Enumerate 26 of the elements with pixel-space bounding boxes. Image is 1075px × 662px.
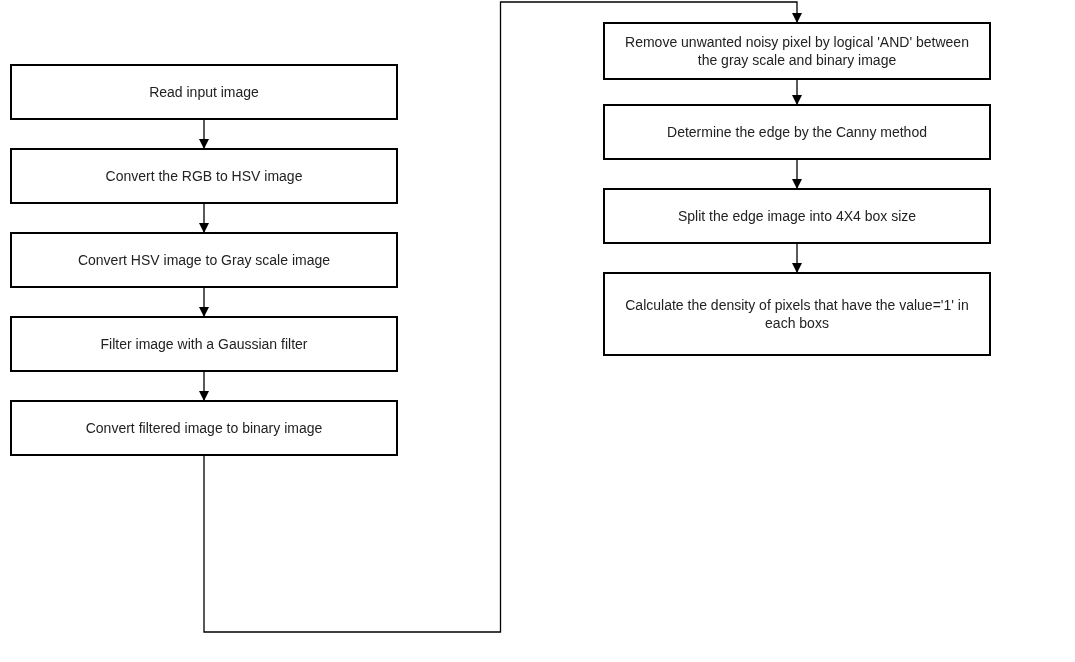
- step-text: Remove unwanted noisy pixel by logical 'AND' between the gray scale and binary image: [624, 33, 970, 69]
- arrow: [792, 159, 802, 189]
- step-text: Convert the RGB to HSV image: [105, 167, 303, 185]
- process-box: [10, 148, 398, 204]
- arrow: [199, 203, 209, 233]
- step-text: Read input image: [149, 83, 259, 101]
- arrow: [203, 1, 802, 633]
- arrow: [199, 119, 209, 149]
- step-text: Split the edge image into 4X4 box size: [677, 207, 917, 225]
- arrow: [792, 243, 802, 273]
- arrow: [792, 79, 802, 105]
- process-box: [10, 400, 398, 456]
- process-box: [10, 64, 398, 120]
- process-box: [603, 188, 991, 244]
- process-box: [10, 316, 398, 372]
- step-text: Determine the edge by the Canny method: [667, 123, 927, 141]
- process-box: [603, 104, 991, 160]
- arrow: [199, 287, 209, 317]
- process-box: [603, 22, 991, 80]
- step-text: Convert filtered image to binary image: [85, 419, 323, 437]
- step-text: Filter image with a Gaussian filter: [100, 335, 308, 353]
- arrow: [199, 371, 209, 401]
- process-box: [603, 272, 991, 356]
- step-text: Calculate the density of pixels that have the value='1' in each boxs: [624, 296, 970, 332]
- process-box: [10, 232, 398, 288]
- step-text: Convert HSV image to Gray scale image: [77, 251, 331, 269]
